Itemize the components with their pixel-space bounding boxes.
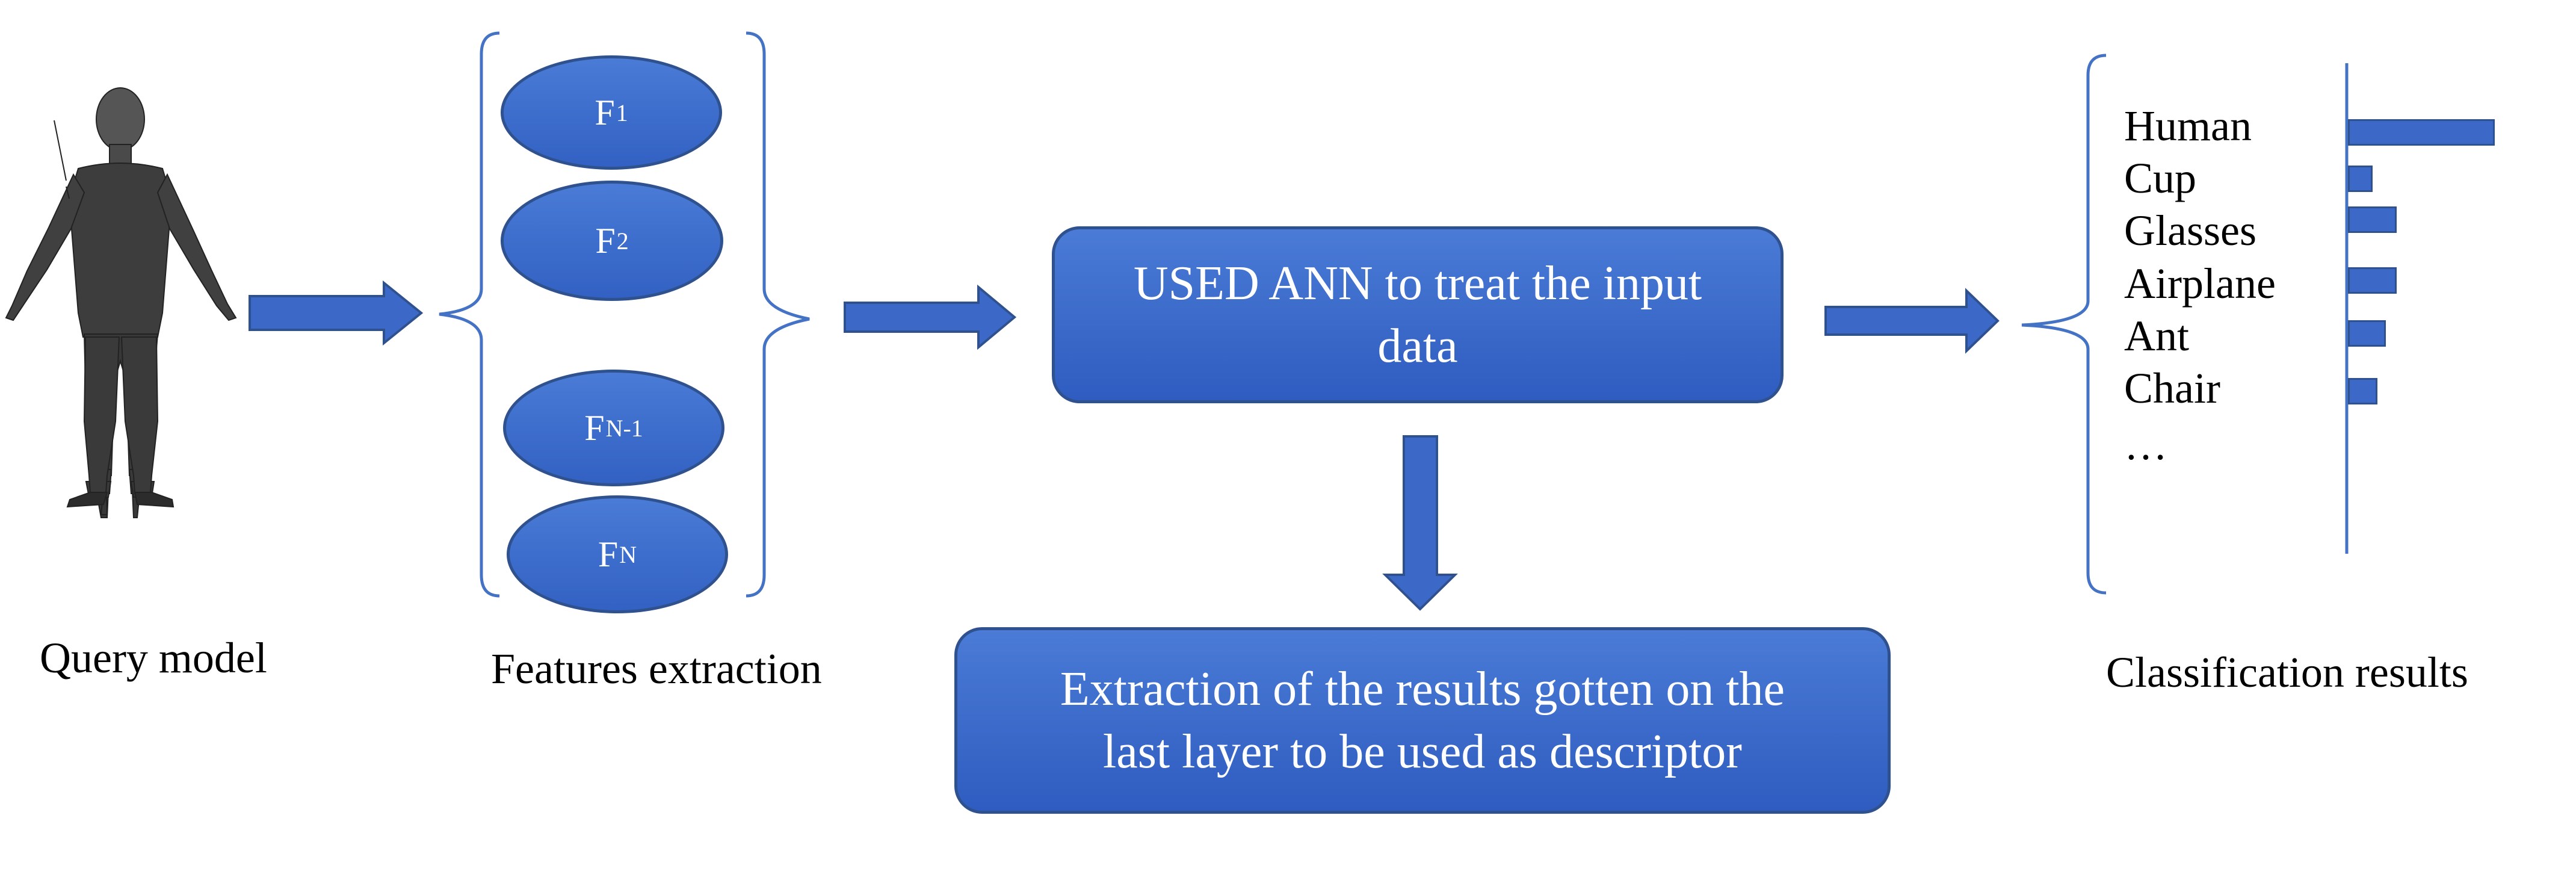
class-bar-airplane: [2348, 267, 2397, 294]
feature-f2-base: F: [595, 220, 616, 261]
human-model-figure: [5, 87, 237, 518]
feature-fn-1-base: F: [584, 407, 605, 448]
arrow-query-to-features: [249, 280, 424, 346]
feature-f1-sub: 1: [616, 99, 628, 126]
class-bar-cup: [2348, 166, 2373, 192]
feature-f1-base: F: [595, 92, 615, 132]
class-label-ant: Ant: [2124, 312, 2189, 360]
class-bar-chair: [2348, 378, 2377, 404]
caption-classification-results: Classification results: [2106, 648, 2468, 696]
descriptor-box-line2: last layer to be used as descriptor: [1103, 725, 1742, 778]
class-label-chair: Chair: [2124, 364, 2220, 412]
caption-query-model: Query model: [40, 634, 267, 682]
caption-features-extraction: Features extraction: [491, 645, 822, 693]
ann-box: USED ANN to treat the input data: [1052, 226, 1784, 403]
descriptor-box: Extraction of the results gotten on the …: [954, 627, 1891, 814]
feature-f2-sub: 2: [616, 227, 629, 255]
class-label-human: Human: [2124, 102, 2252, 150]
features-right-brace: [746, 31, 810, 598]
ann-box-line1: USED ANN to treat the input: [1133, 257, 1702, 310]
arrow-ann-to-descriptor: [1382, 435, 1458, 611]
class-bar-human: [2348, 119, 2495, 146]
classification-brace: [2021, 54, 2107, 595]
class-label-cup: Cup: [2124, 154, 2197, 202]
human-model-legs: [66, 336, 175, 508]
feature-fn-1-sub: N-1: [605, 414, 643, 442]
class-label-ellipsis: …: [2124, 421, 2167, 469]
class-bar-ant: [2348, 320, 2386, 347]
class-label-glasses: Glasses: [2124, 206, 2256, 255]
descriptor-box-line1: Extraction of the results gotten on the: [1060, 663, 1785, 716]
class-label-airplane: Airplane: [2124, 259, 2276, 308]
class-bar-glasses: [2348, 206, 2397, 233]
arrow-ann-to-classification: [1824, 288, 2000, 354]
ann-box-line2: data: [1377, 320, 1458, 373]
arrow-features-to-ann: [844, 284, 1017, 350]
features-left-brace: [439, 31, 500, 598]
feature-fn-sub: N: [619, 541, 637, 568]
feature-fn-base: F: [598, 534, 619, 574]
